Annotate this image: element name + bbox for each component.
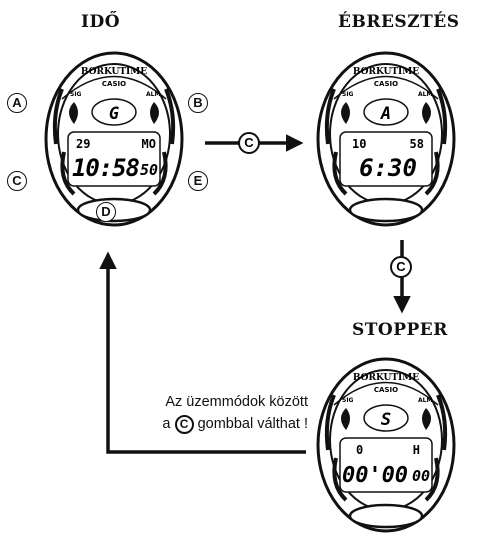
alm-label: ALM (146, 91, 160, 98)
watch-alarm: BORKUTIME CASIO SIG ALM A 10 58 6:30 (306, 44, 466, 234)
sig-label: SIG (70, 91, 82, 98)
mode-switch-caption: Az üzemmódok között a C gombbal válthat … (112, 391, 308, 435)
button-c-label: C (7, 171, 27, 191)
lcd-seconds: 50 (140, 161, 158, 179)
alm-label: ALM (418, 397, 432, 404)
mode-letter: A (380, 104, 391, 124)
brand-label: BORKUTIME (353, 373, 419, 383)
caption-line-1: Az üzemmódok között (165, 394, 308, 410)
mode-letter: G (109, 104, 119, 124)
lcd-right: H (413, 443, 420, 457)
button-d-label: D (96, 202, 116, 222)
mode-letter: S (381, 410, 391, 430)
caption-line-2-prefix: a (162, 416, 171, 432)
maker-label: CASIO (102, 80, 126, 88)
lcd-left: 10 (352, 137, 366, 151)
title-time: IDŐ (81, 12, 121, 32)
maker-label: CASIO (374, 80, 398, 88)
caption-line-2-suffix: gombbal válthat ! (197, 416, 308, 432)
lcd-left: 0 (356, 443, 363, 457)
button-a-label: A (7, 93, 27, 113)
watch-time: BORKUTIME CASIO SIG ALM G 29 MO 10:58 50 (34, 44, 194, 234)
button-b-label: B (188, 93, 208, 113)
brand-label: BORKUTIME (81, 67, 147, 77)
lcd-main: 10:58 (72, 154, 140, 182)
lcd-right: 58 (410, 137, 424, 151)
caption-c-button: C (174, 414, 194, 434)
button-e-label: E (188, 171, 208, 191)
lcd-seconds: 00 (412, 467, 430, 485)
watch-stopwatch: BORKUTIME CASIO SIG ALM S 0 H 00'00 00 (306, 350, 466, 540)
sig-label: SIG (342, 91, 354, 98)
brand-label: BORKUTIME (353, 67, 419, 77)
alm-label: ALM (418, 91, 432, 98)
lcd-main: 6:30 (359, 154, 417, 182)
arrow-stopwatch-to-time (99, 251, 306, 454)
arrow-c-right-label: C (238, 132, 260, 154)
lcd-right: MO (142, 137, 156, 151)
caption-line-2: a C gombbal válthat ! (112, 413, 308, 435)
title-alarm: ÉBRESZTÉS (338, 12, 460, 32)
sig-label: SIG (342, 397, 354, 404)
maker-label: CASIO (374, 386, 398, 394)
lcd-main: 00'00 (342, 463, 408, 488)
arrow-c-down-label: C (390, 256, 412, 278)
lcd-left: 29 (76, 137, 90, 151)
title-stopwatch: STOPPER (352, 320, 448, 340)
